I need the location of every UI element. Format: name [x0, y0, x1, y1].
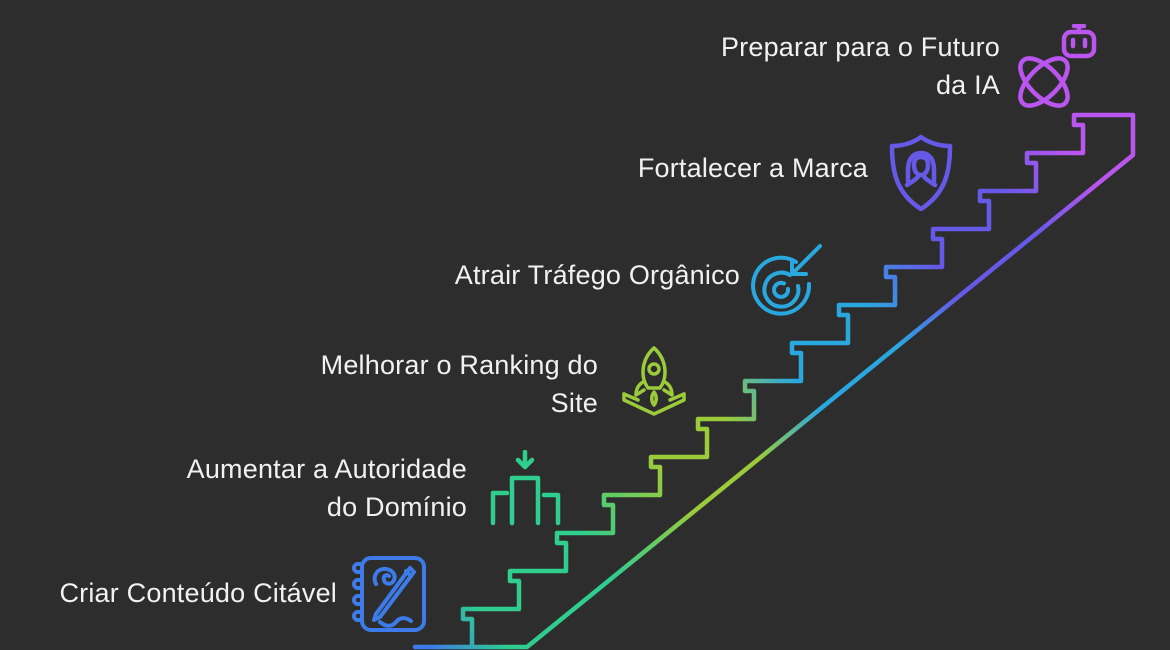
step-label-trafego-organico: Atrair Tráfego Orgânico — [455, 256, 740, 294]
ai-atom-robot-icon — [1018, 24, 1097, 108]
step-label-line: Fortalecer a Marca — [637, 153, 868, 183]
step-label-futuro-ia: Preparar para o Futuro da IA — [721, 28, 1000, 104]
step-label-line: Criar Conteúdo Citável — [59, 578, 337, 608]
step-label-line: Melhorar o Ranking do — [320, 350, 598, 380]
shield-person-icon — [889, 134, 953, 212]
step-label-line: da IA — [935, 70, 1000, 100]
step-label-line: Aumentar a Autoridade — [186, 454, 467, 484]
rocket-launch-icon — [622, 346, 686, 416]
step-label-ranking-site: Melhorar o Ranking do Site — [321, 346, 598, 422]
notebook-pen-icon — [352, 556, 426, 632]
podium-arrow-icon — [490, 450, 561, 526]
step-label-line: Preparar para o Futuro — [720, 32, 1000, 62]
step-label-fortalecer-marca: Fortalecer a Marca — [638, 149, 868, 187]
step-label-line: do Domínio — [326, 492, 467, 522]
step-label-criar-conteudo: Criar Conteúdo Citável — [59, 574, 337, 612]
step-label-line: Atrair Tráfego Orgânico — [454, 260, 740, 290]
step-label-autoridade-dominio: Aumentar a Autoridade do Domínio — [187, 450, 467, 526]
staircase-path — [412, 112, 1136, 650]
target-arrow-icon — [751, 244, 822, 316]
step-label-line: Site — [550, 388, 598, 418]
